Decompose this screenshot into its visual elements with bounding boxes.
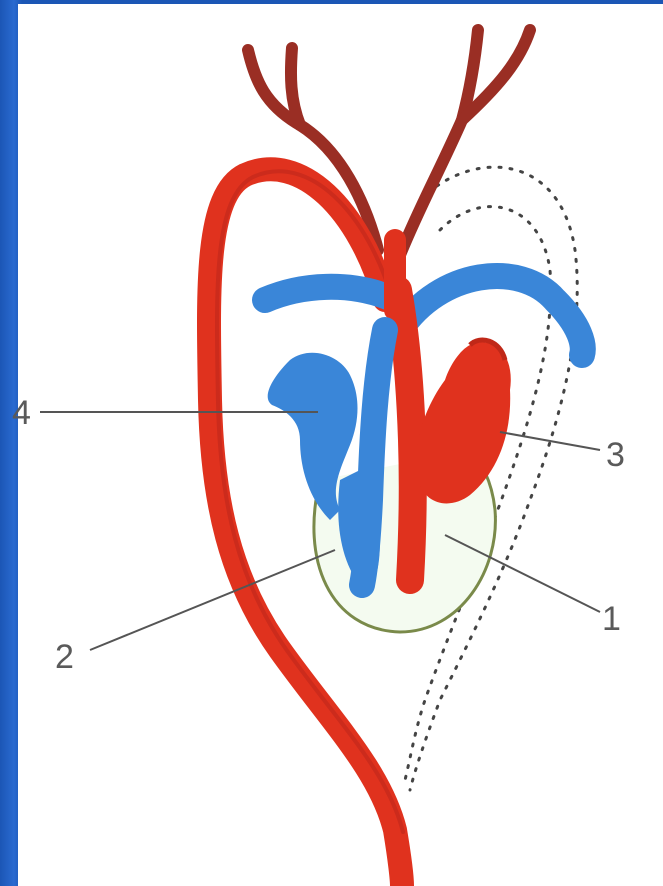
upper-branches — [248, 30, 530, 255]
left-atrium — [416, 342, 511, 503]
left-ventricle-channel — [398, 290, 413, 580]
label-1: 1 — [602, 600, 621, 638]
leader-line-2 — [90, 550, 335, 650]
leader-line-3 — [500, 432, 600, 450]
label-3: 3 — [606, 436, 625, 474]
label-4: 4 — [12, 394, 31, 432]
pulmonary-artery-left — [265, 287, 395, 300]
label-2: 2 — [55, 638, 74, 676]
